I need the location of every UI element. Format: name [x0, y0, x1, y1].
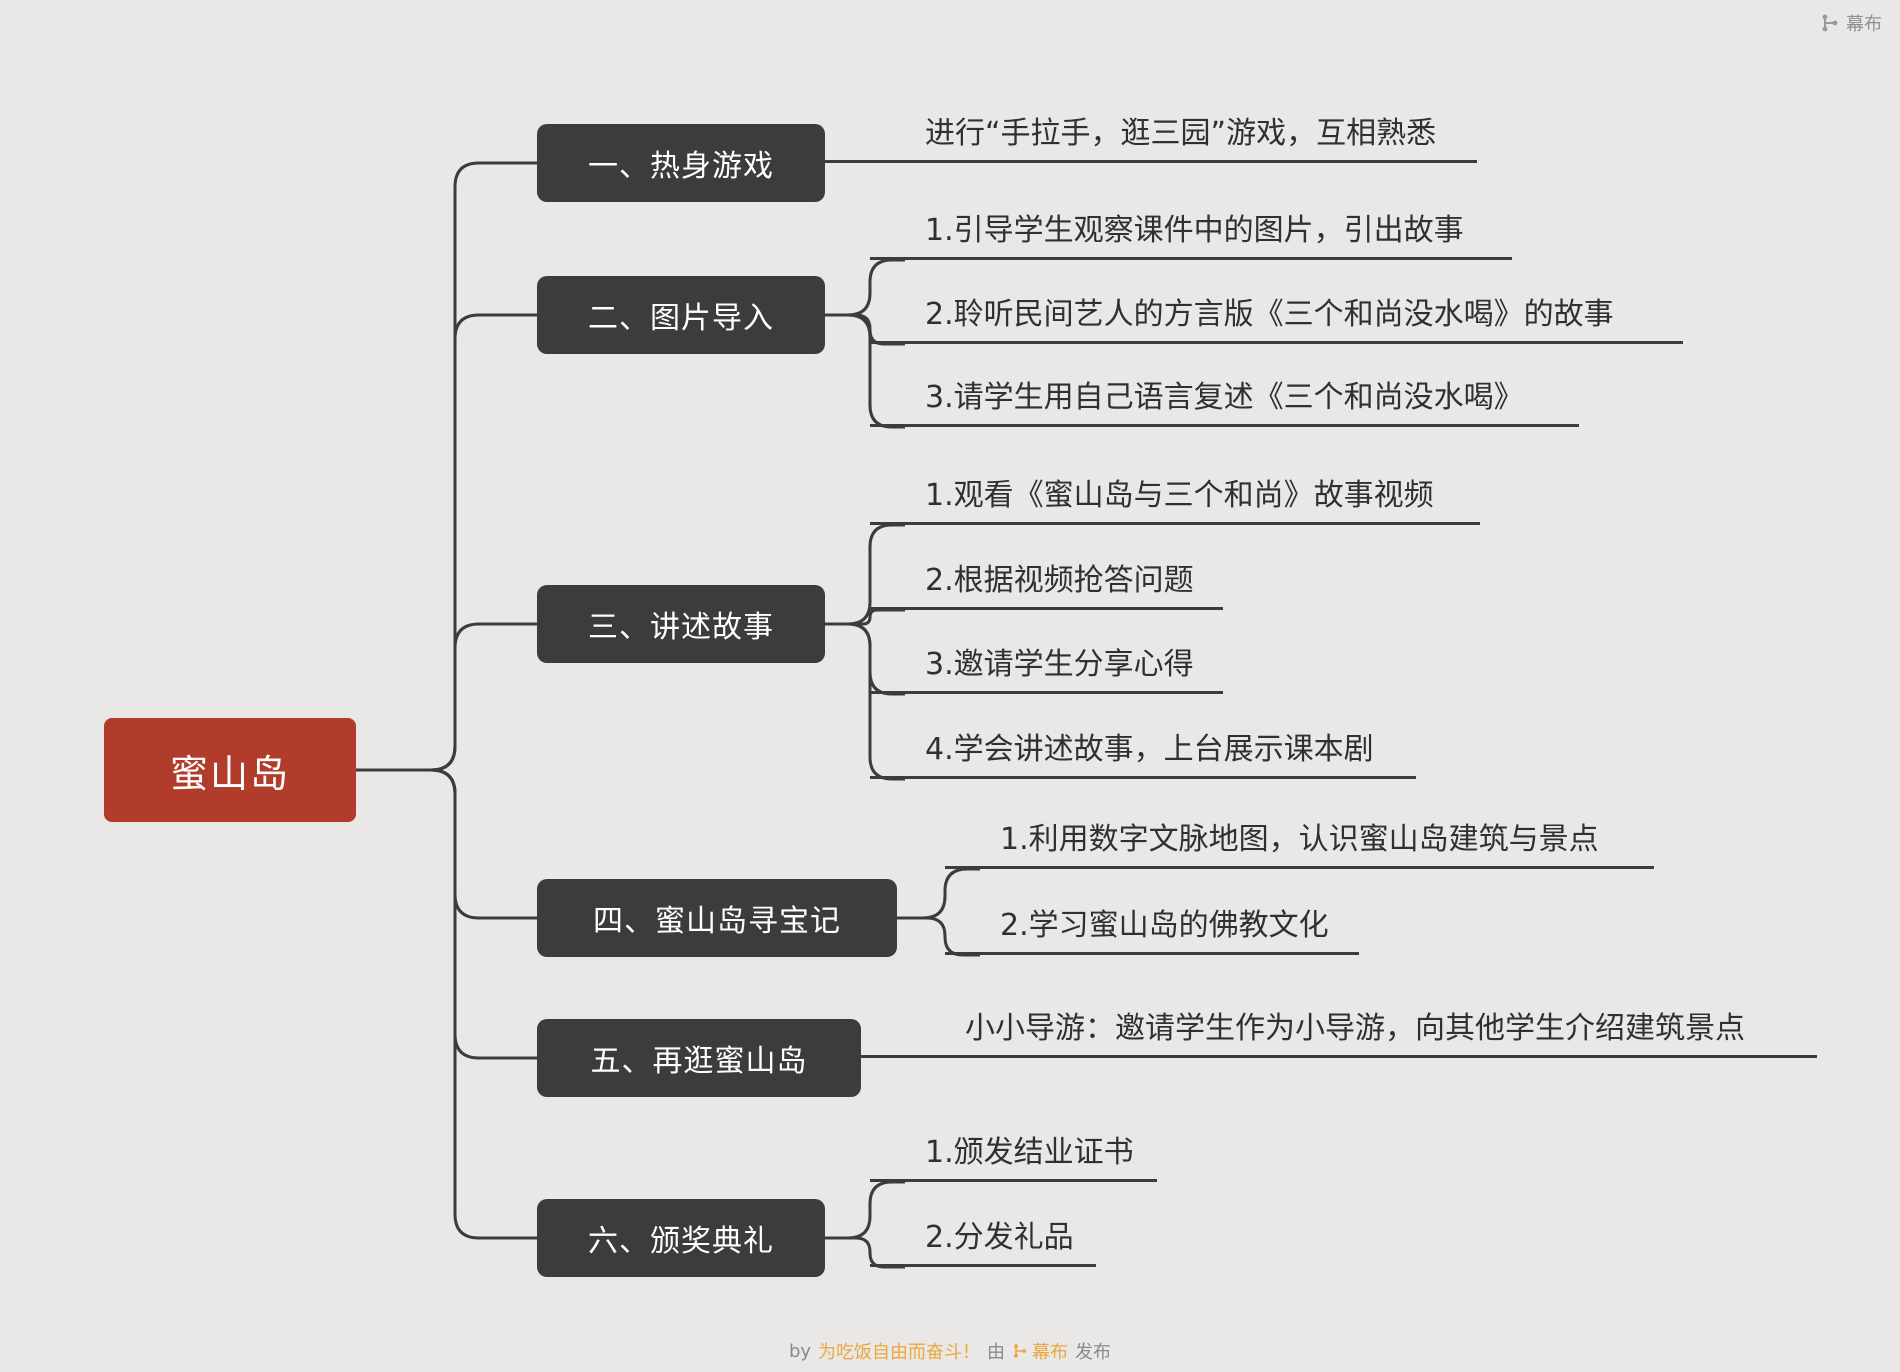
branch-node-5[interactable]: 五、再逛蜜山岛: [537, 1019, 861, 1097]
branch-node-1[interactable]: 一、热身游戏: [537, 124, 825, 202]
footer-brand-link[interactable]: 幕布: [1012, 1338, 1068, 1364]
leaf-node-2-1[interactable]: 1.引导学生观察课件中的图片，引出故事: [870, 211, 1512, 260]
footer: by 为吃饭自由而奋斗！ 由 幕布 发布: [0, 1338, 1900, 1364]
footer-via-label: 由: [987, 1342, 1006, 1363]
leaf-node-3-4[interactable]: 4.学会讲述故事，上台展示课本剧: [870, 730, 1416, 779]
leaf-node-3-1[interactable]: 1.观看《蜜山岛与三个和尚》故事视频: [870, 476, 1480, 525]
branch-node-3[interactable]: 三、讲述故事: [537, 585, 825, 663]
leaf-node-2-3[interactable]: 3.请学生用自己语言复述《三个和尚没水喝》: [870, 378, 1579, 427]
branch-node-4[interactable]: 四、蜜山岛寻宝记: [537, 879, 897, 957]
leaf-node-3-3[interactable]: 3.邀请学生分享心得: [870, 645, 1223, 694]
footer-publish-label: 发布: [1075, 1342, 1112, 1363]
leaf-node-1-1[interactable]: 进行“手拉手，逛三园”游戏，互相熟悉: [825, 114, 1477, 163]
branch-node-2[interactable]: 二、图片导入: [537, 276, 825, 354]
mubu-logo-icon: [1014, 1344, 1026, 1358]
leaf-node-6-2[interactable]: 2.分发礼品: [870, 1218, 1096, 1267]
leaf-node-5-1[interactable]: 小小导游：邀请学生作为小导游，向其他学生介绍建筑景点: [861, 1009, 1817, 1058]
leaf-node-2-2[interactable]: 2.聆听民间艺人的方言版《三个和尚没水喝》的故事: [870, 295, 1683, 344]
footer-by-label: by: [788, 1340, 812, 1362]
leaf-node-4-1[interactable]: 1.利用数字文脉地图，认识蜜山岛建筑与景点: [945, 820, 1654, 869]
brand-label: 幕布: [1846, 14, 1882, 35]
branch-node-6[interactable]: 六、颁奖典礼: [537, 1199, 825, 1277]
root-node[interactable]: 蜜山岛: [104, 718, 356, 822]
leaf-node-3-2[interactable]: 2.根据视频抢答问题: [870, 561, 1223, 610]
leaf-node-4-2[interactable]: 2.学习蜜山岛的佛教文化: [945, 906, 1359, 955]
footer-author-link[interactable]: 为吃饭自由而奋斗！: [818, 1342, 981, 1363]
brand-corner[interactable]: 幕布: [1820, 10, 1882, 36]
leaf-node-6-1[interactable]: 1.颁发结业证书: [870, 1133, 1157, 1182]
footer-brand-label: 幕布: [1032, 1342, 1069, 1363]
trunk-connectors: [356, 161, 537, 1240]
mubu-logo-icon: [1822, 14, 1838, 32]
